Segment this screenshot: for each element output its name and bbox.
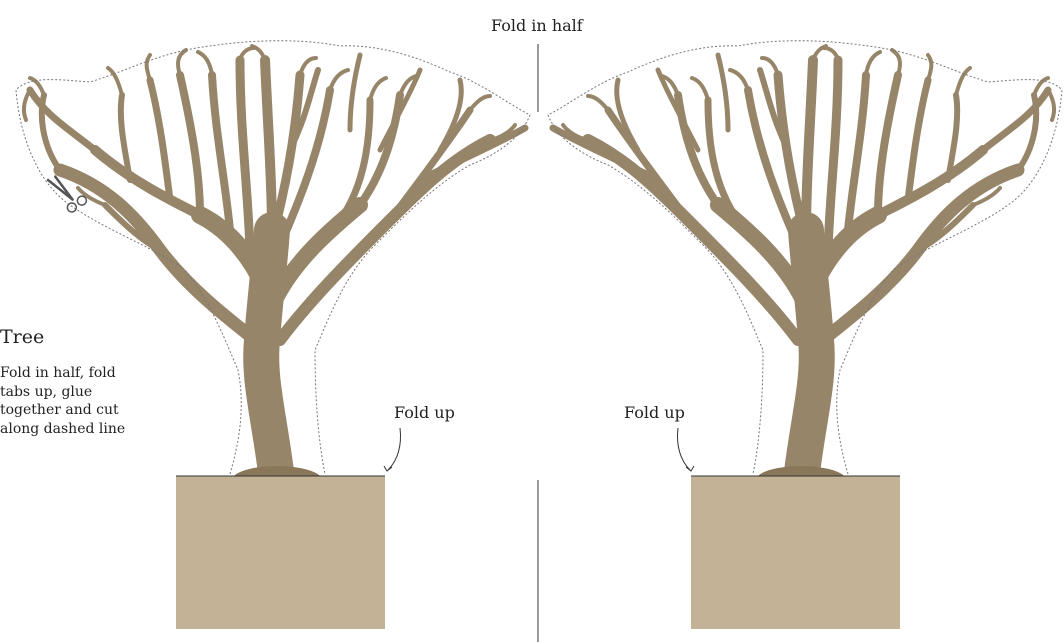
right-arrow-head bbox=[685, 465, 695, 472]
right-soil-tab bbox=[691, 476, 900, 629]
fold-up-right-label: Fold up bbox=[624, 403, 685, 422]
fold-in-half-label: Fold in half bbox=[491, 16, 583, 35]
left-arrow-head bbox=[383, 465, 393, 472]
side-panel-instructions: Fold in half, fold tabs up, glue togethe… bbox=[0, 365, 126, 437]
left-fold-arrow bbox=[387, 427, 401, 471]
side-panel-title: Tree bbox=[0, 326, 45, 348]
scissors-icon bbox=[46, 175, 88, 213]
right-fold-arrow bbox=[677, 427, 691, 471]
left-soil-tab bbox=[176, 476, 385, 629]
right-tree bbox=[548, 41, 1062, 494]
fold-up-left-label: Fold up bbox=[394, 403, 455, 422]
